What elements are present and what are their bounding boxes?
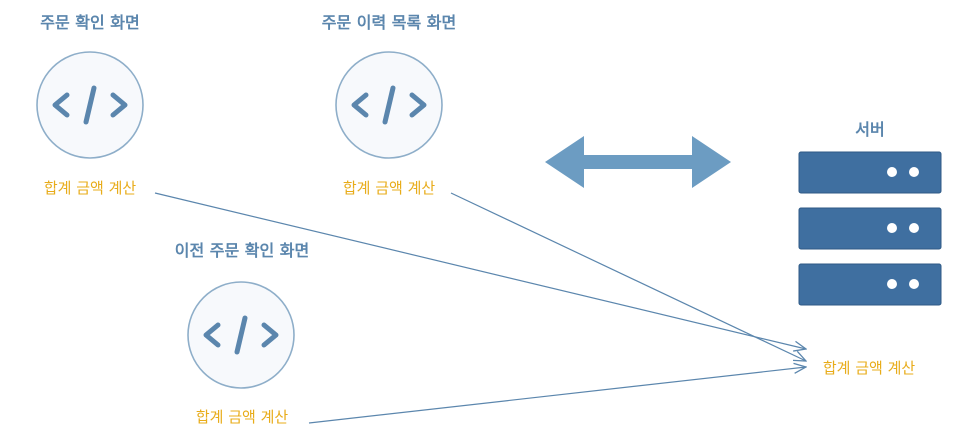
code-icon — [335, 51, 443, 159]
server-unit — [798, 151, 942, 194]
server-unit — [798, 263, 942, 306]
code-icon — [187, 281, 295, 389]
connectors — [154, 192, 806, 424]
screen-order-history-list: 주문 이력 목록 화면 합계 금액 계산 — [322, 13, 456, 197]
screen-order-confirm: 주문 확인 화면 합계 금액 계산 — [36, 13, 144, 197]
screen-title: 이전 주문 확인 화면 — [175, 241, 309, 260]
double-arrow-icon — [545, 136, 731, 188]
server-icon — [798, 151, 942, 306]
screen-title: 주문 이력 목록 화면 — [322, 13, 456, 32]
screen-previous-order-confirm: 이전 주문 확인 화면 합계 금액 계산 — [175, 241, 309, 426]
connector-arrow — [154, 192, 806, 349]
target-calc-label: 합계 금액 계산 — [823, 359, 916, 377]
server-title: 서버 — [855, 120, 884, 139]
connector-arrow — [308, 367, 806, 424]
screen-title: 주문 확인 화면 — [40, 13, 139, 32]
connector-arrow — [450, 192, 806, 361]
calc-label: 합계 금액 계산 — [44, 179, 137, 197]
code-icon — [36, 51, 144, 159]
calc-label: 합계 금액 계산 — [343, 179, 436, 197]
calc-label: 합계 금액 계산 — [196, 408, 289, 426]
server: 서버 — [798, 120, 942, 306]
server-unit — [798, 207, 942, 250]
